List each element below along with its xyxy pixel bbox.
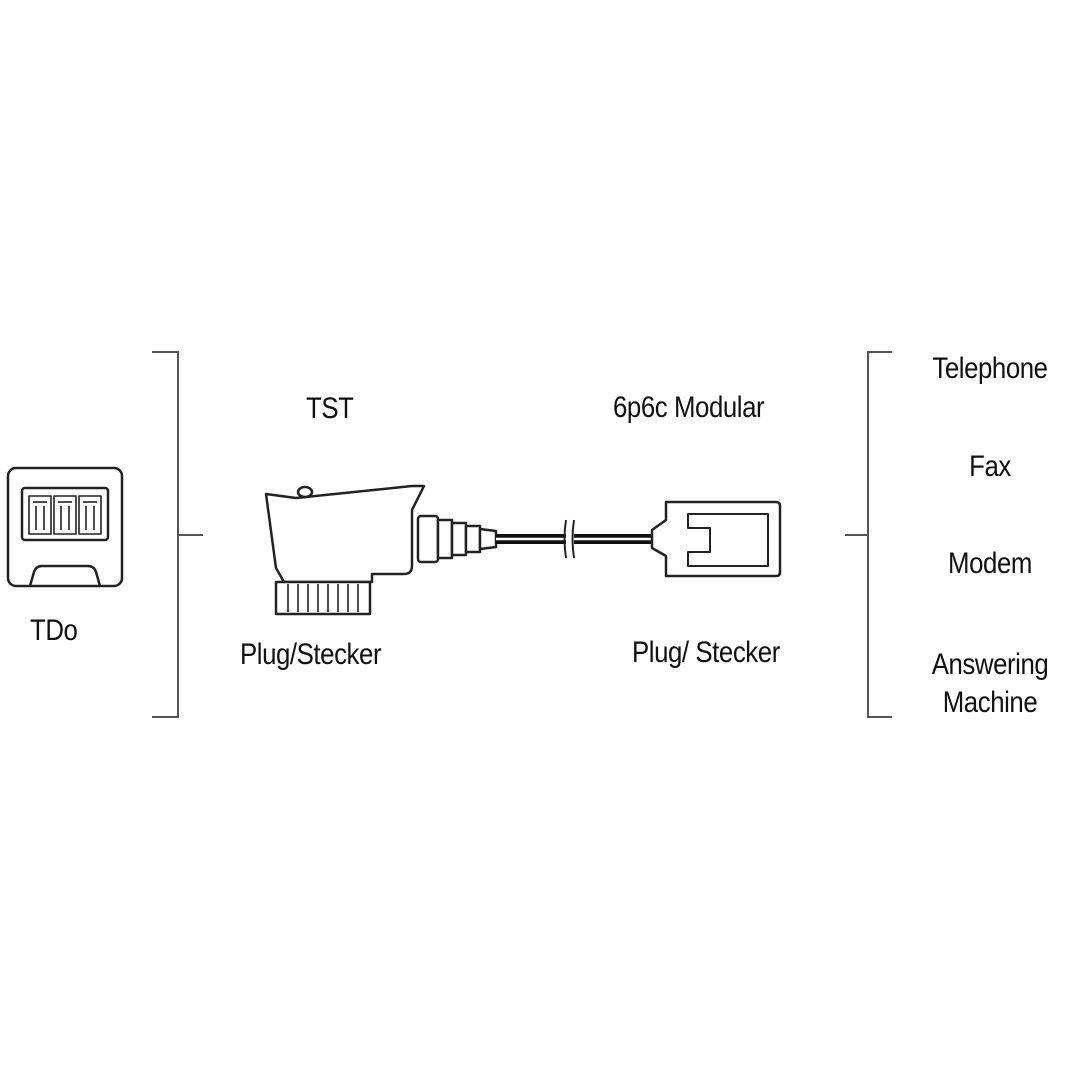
device-machine: Machine: [942, 686, 1038, 719]
device-modem: Modem: [948, 547, 1032, 580]
modular-caption: Plug/ Stecker: [632, 636, 780, 669]
right-bracket: [845, 351, 892, 718]
tst-title: TST: [306, 392, 354, 425]
left-bracket: [152, 351, 203, 718]
tdo-outlet-icon: [6, 466, 124, 588]
outlet-label: TDo: [30, 614, 78, 647]
tst-plug-icon: [264, 484, 498, 616]
device-fax: Fax: [969, 450, 1011, 483]
device-answering: Answering: [931, 648, 1049, 681]
device-telephone: Telephone: [932, 352, 1048, 385]
modular-plug-icon: [650, 500, 782, 578]
modular-title: 6p6c Modular: [613, 391, 765, 424]
cable-line: [496, 519, 652, 559]
tst-caption: Plug/Stecker: [240, 638, 382, 671]
